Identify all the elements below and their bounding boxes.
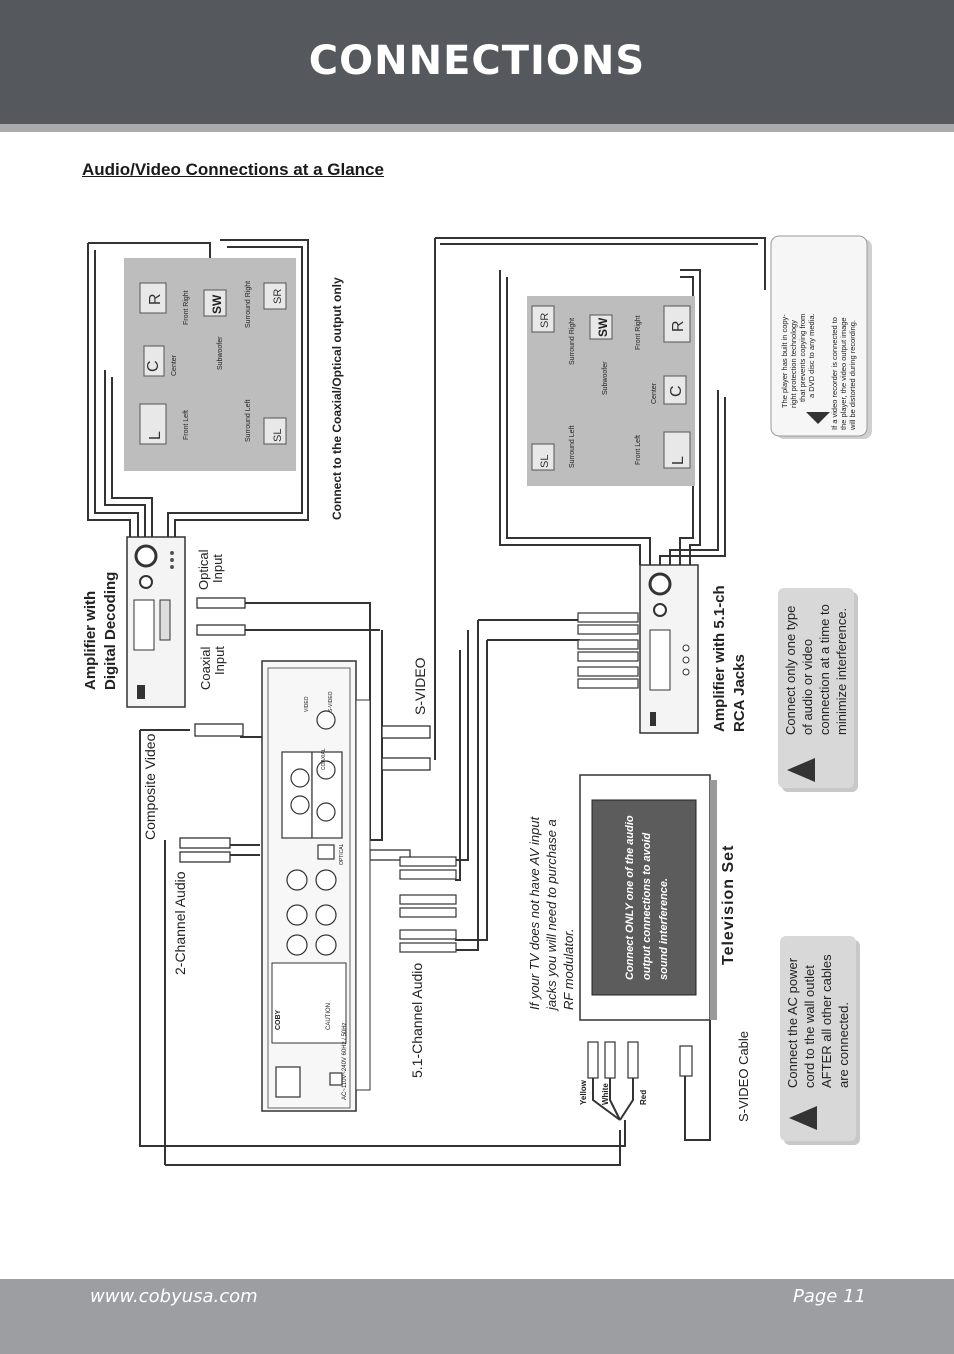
dvd-rear-panel [261,660,371,1112]
svg-text:sound interference.: sound interference. [658,878,670,980]
svg-text:AC~110V~240V 60Hz / 50Hz: AC~110V~240V 60Hz / 50Hz [342,1022,348,1100]
svg-text:Subwoofer: Subwoofer [217,336,224,370]
svg-text:right protection technology: right protection technology [789,320,798,408]
svg-text:RCA Jacks: RCA Jacks [731,654,748,732]
svg-text:will be distorted during recor: will be distorted during recording. [848,320,857,431]
svg-text:If your TV does not have AV in: If your TV does not have AV input [527,815,542,1010]
svg-text:C: C [668,385,685,397]
svg-text:jacks you will need to purchas: jacks you will need to purchase a [544,819,559,1012]
svg-text:Surround Right: Surround Right [569,318,576,365]
section-subtitle: Audio/Video Connections at a Glance [82,160,384,179]
svg-text:R: R [147,293,164,305]
ac-note-box [780,936,860,1145]
amplifier-digital [126,536,186,708]
svg-text:Subwoofer: Subwoofer [602,361,609,395]
interference-note-box [778,588,858,792]
svg-text:SL: SL [539,455,551,468]
svg-text:AFTER all other cables: AFTER all other cables [819,954,834,1088]
svg-text:Surround Left: Surround Left [245,400,252,442]
svg-text:CAUTION: CAUTION [326,1003,332,1030]
svg-text:Surround Right: Surround Right [245,281,252,328]
svg-text:Yellow: Yellow [579,1079,588,1105]
svg-text:L: L [670,456,687,465]
svg-text:Connect the AC power: Connect the AC power [785,957,800,1088]
svg-text:Red: Red [639,1090,648,1105]
svg-text:minimize interference.: minimize interference. [834,608,849,735]
svg-text:Front Right: Front Right [183,290,190,325]
two-channel-label: 2-Channel Audio [172,871,188,975]
svg-text:of audio or video: of audio or video [800,639,815,735]
svg-text:Front Right: Front Right [635,315,642,350]
copy-warning-box [770,235,872,439]
svg-text:C: C [145,360,162,372]
page-number: Page 11 [792,1286,866,1307]
svg-text:OPTICAL: OPTICAL [339,843,345,865]
svg-text:White: White [601,1083,610,1105]
svg-text:SW: SW [210,294,224,314]
svg-text:RF modulator.: RF modulator. [561,928,576,1010]
svg-text:S-VIDEO: S-VIDEO [328,691,334,712]
svg-text:COBY: COBY [275,1009,282,1030]
amp-digital-label: Amplifier with [82,591,99,690]
svg-text:a DVD disc to any media.: a DVD disc to any media. [807,313,816,398]
svg-text:SR: SR [539,313,551,328]
amplifier-rca [639,564,699,734]
amp-digital-label-2: Digital Decoding [102,572,119,690]
optical-input-label: Optical [196,549,211,590]
svg-text:SL: SL [272,429,284,442]
svg-text:cord to the wall outlet: cord to the wall outlet [802,965,817,1088]
svg-text:COAXIAL: COAXIAL [321,748,327,770]
svg-text:Input: Input [210,554,225,583]
svg-text:connection at a time to: connection at a time to [817,604,832,735]
svg-text:the player, the video output i: the player, the video output image [839,317,848,430]
svg-text:that prevents copying from: that prevents copying from [798,314,807,402]
header-divider [0,124,954,132]
svg-text:The player has built in copy-: The player has built in copy- [780,314,789,408]
page-title: CONNECTIONS [308,38,646,84]
svg-text:Connect ONLY one of the audio: Connect ONLY one of the audio [624,815,636,980]
cables [87,237,766,1166]
coaxial-input-label: Coaxial [198,647,213,690]
svg-text:SR: SR [272,289,284,304]
svg-text:Center: Center [651,382,658,404]
footer-bar [0,1279,954,1354]
svg-text:SW: SW [596,317,610,337]
footer-url[interactable]: www.cobyusa.com [90,1286,258,1307]
svg-text:R: R [670,320,687,332]
svg-text:VIDEO: VIDEO [304,696,310,712]
svg-text:Center: Center [171,354,178,376]
five-channel-label: 5.1-Channel Audio [409,963,425,1078]
svg-text:Input: Input [212,646,227,675]
svg-text:L: L [147,431,164,440]
television [579,774,717,1021]
header-bar [0,0,954,124]
tv-label: Television Set [720,845,737,965]
amp-rca-label: Amplifier with 5.1-ch [711,585,728,732]
svg-text:Front Left: Front Left [183,410,190,440]
svg-text:Connect only one type: Connect only one type [783,606,798,735]
svideo-label: S-VIDEO [412,657,428,715]
svg-text:are connected.: are connected. [836,1002,851,1088]
svg-text:Surround Left: Surround Left [569,426,576,468]
svg-text:output connections to avoid: output connections to avoid [641,832,653,980]
svideo-cable-label: S-VIDEO Cable [736,1031,751,1122]
coax-note: Connect to the Coaxial/Optical output on… [330,277,344,520]
composite-video-label: Composite Video [142,733,158,840]
svg-text:If a video recorder is connect: If a video recorder is connected to [830,317,839,430]
svg-text:Front Left: Front Left [635,435,642,465]
